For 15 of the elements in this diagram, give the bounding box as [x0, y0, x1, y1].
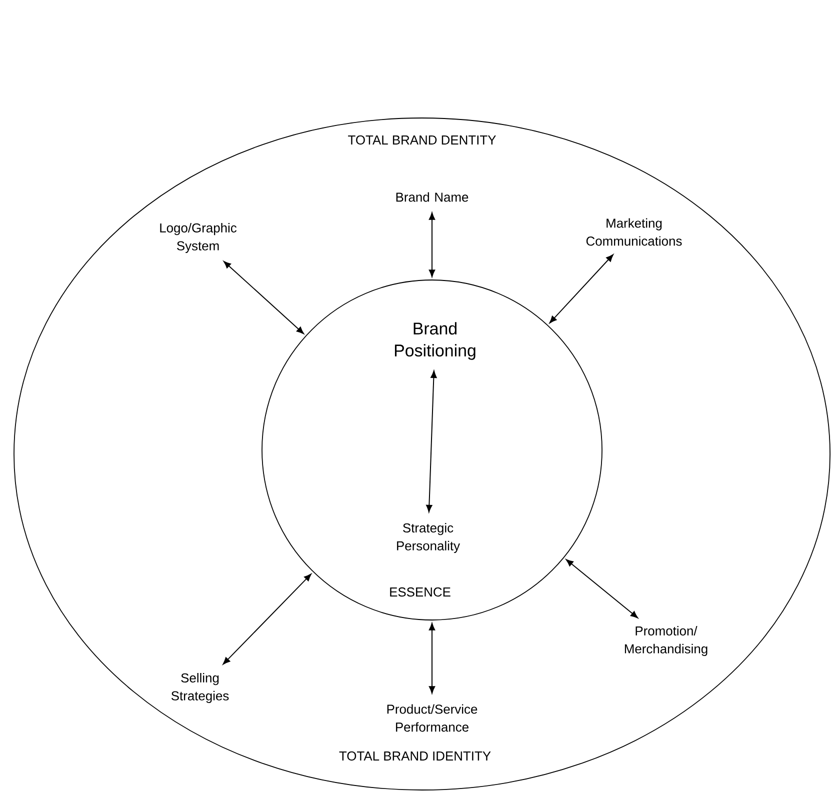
text-label: Logo/Graphic System [160, 223, 237, 253]
text-label: Marketing Communications [586, 218, 682, 246]
text-label: Strategic Personality [397, 523, 460, 553]
arrow [223, 261, 304, 334]
text-label: Brand Positioning [394, 322, 476, 360]
arrow [566, 559, 638, 618]
arrow [426, 370, 437, 512]
text-label: Brand Name [396, 192, 468, 202]
arrow [549, 254, 614, 324]
text-label: Promotion/ Merchandising [624, 626, 708, 656]
text-label: Product/Service Performance [387, 704, 478, 732]
arrow [428, 212, 436, 278]
arrow [222, 574, 312, 665]
arrow [428, 622, 436, 694]
text-label: Selling Strategies [171, 672, 229, 703]
